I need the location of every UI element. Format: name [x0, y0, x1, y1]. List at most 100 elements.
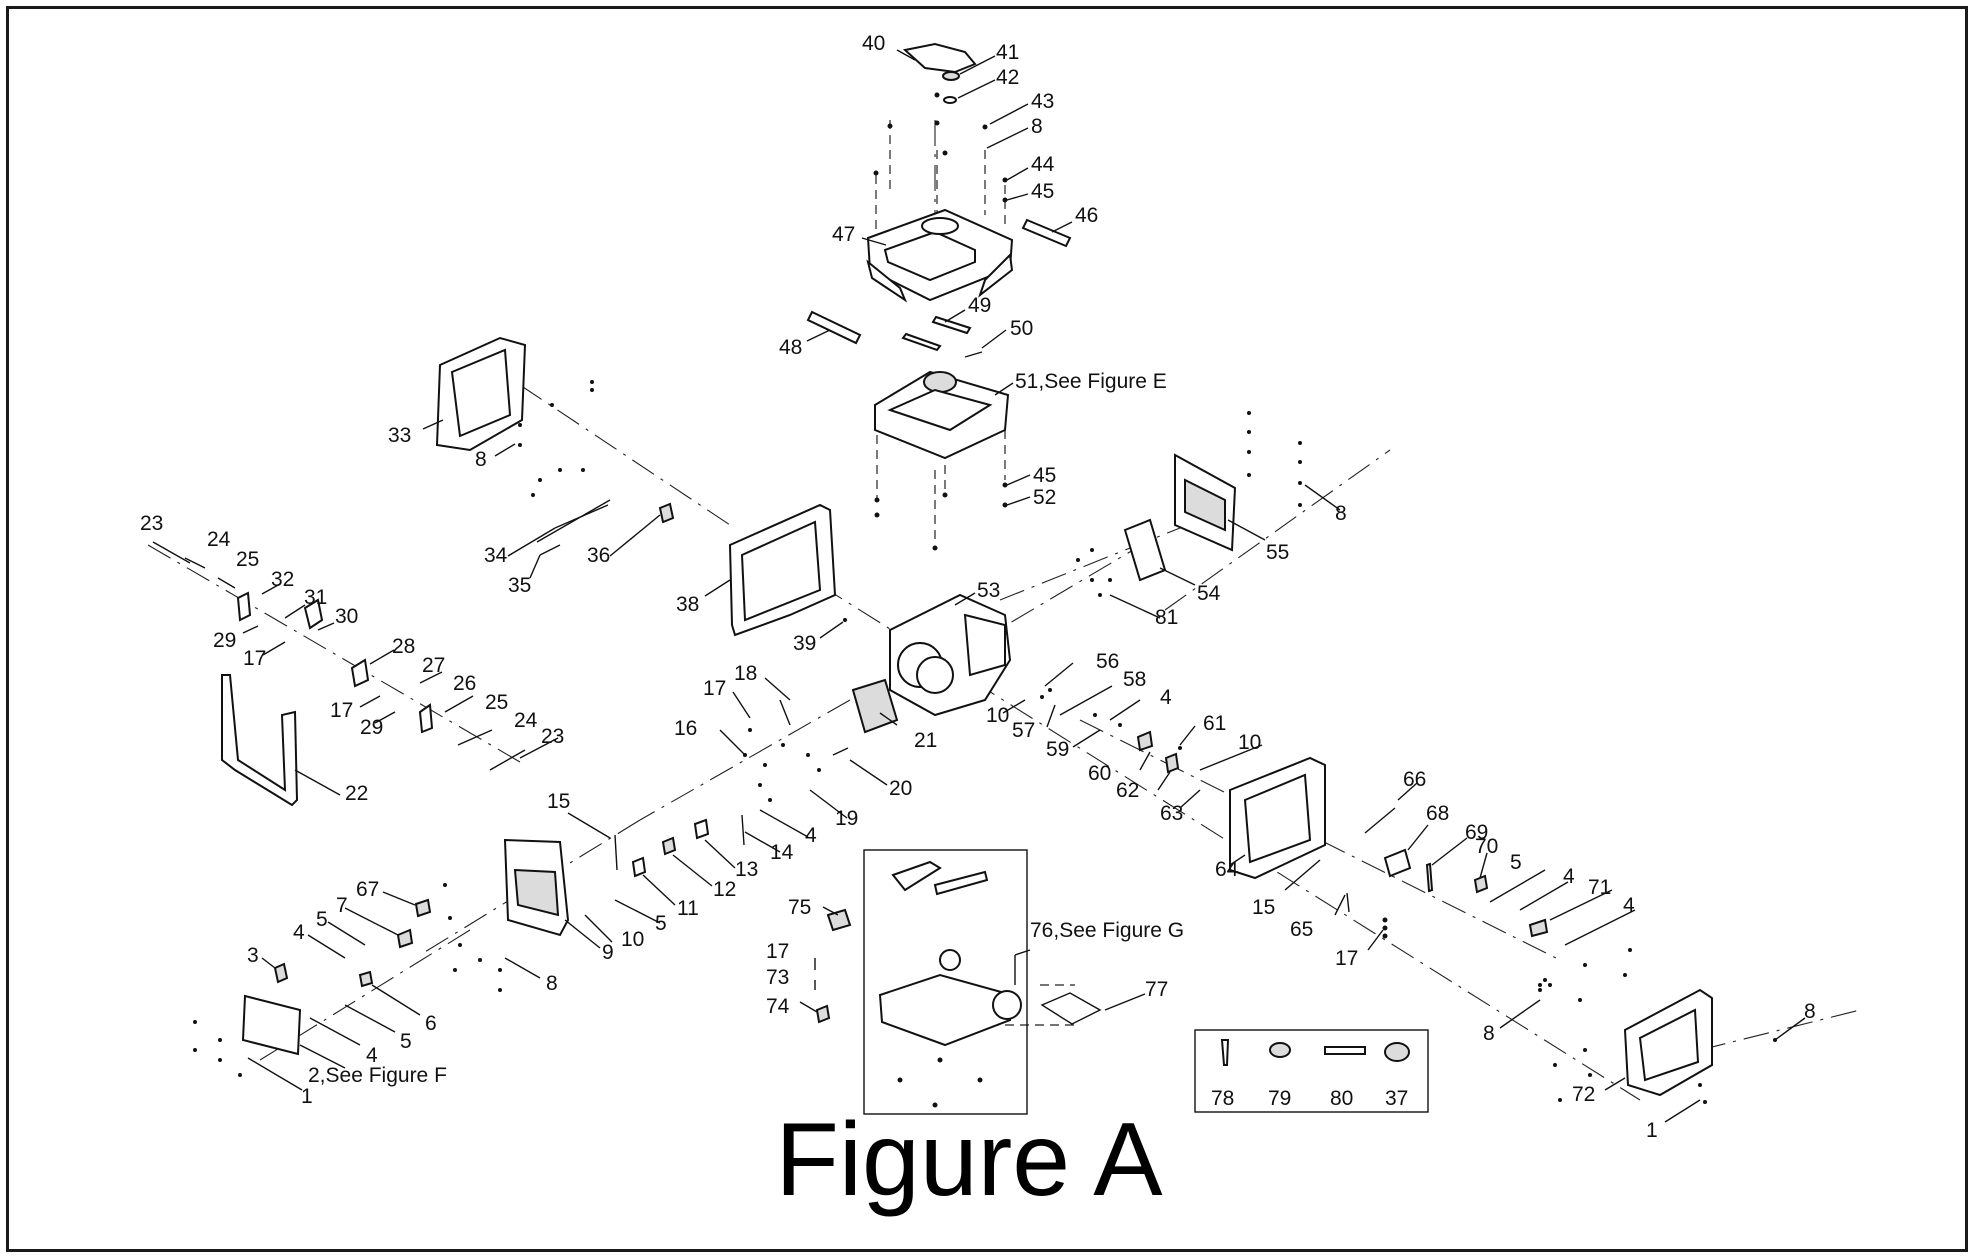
part-80-strap: [1324, 1046, 1366, 1055]
callout-79: 79: [1268, 1087, 1291, 1110]
callout-44: 44: [1031, 153, 1055, 176]
part-6-part: [358, 970, 374, 988]
part-3-switch: [273, 962, 289, 984]
callout-11: 11: [677, 897, 699, 920]
callout-10: 10: [621, 928, 644, 951]
callout-32: 32: [271, 568, 294, 591]
callout-3: 3: [247, 944, 259, 967]
callout-5: 5: [655, 912, 667, 935]
callout-23: 23: [140, 512, 163, 535]
callout-4: 4: [1623, 894, 1635, 917]
leader-lines: [152, 49, 1806, 1123]
callout-45: 45: [1033, 464, 1056, 487]
callout-20: 20: [889, 777, 912, 800]
callout-55: 55: [1266, 541, 1289, 564]
part-60-switch: [1136, 730, 1154, 752]
callout-labels: 40 41 42 43 8 44 45 46 47 48 49 50 51,Se…: [140, 32, 1816, 1142]
callout-72: 72: [1572, 1083, 1595, 1106]
part-64-right-panel: [1229, 756, 1326, 880]
part-15-pin: [614, 834, 618, 871]
callout-17: 17: [703, 677, 726, 700]
part-42-washer: [943, 96, 957, 104]
callout-4: 4: [366, 1044, 378, 1067]
part-67-part: [414, 898, 432, 918]
callout-64: 64: [1215, 858, 1239, 881]
part-53-engine: [889, 593, 1012, 717]
callout-29: 29: [213, 629, 236, 652]
callout-43: 43: [1031, 90, 1054, 113]
part-7-part: [396, 928, 414, 949]
callout-61: 61: [1203, 712, 1226, 735]
callout-5: 5: [316, 908, 328, 931]
callout-4: 4: [805, 824, 817, 847]
callout-10: 10: [986, 704, 1009, 727]
callout-40: 40: [862, 32, 885, 55]
callout-14: 14: [770, 841, 794, 864]
figure-title: Figure A: [775, 1102, 1163, 1218]
part-13-part: [693, 818, 710, 840]
callout-52: 52: [1033, 486, 1056, 509]
part-11-part: [631, 856, 647, 878]
callout-73: 73: [766, 966, 789, 989]
part-46-rod: [1021, 218, 1072, 248]
callout-66: 66: [1403, 768, 1426, 791]
part-18-pin: [779, 699, 791, 726]
part-70-part: [1473, 874, 1489, 894]
part-14-pin: [741, 814, 745, 846]
callout-24: 24: [514, 709, 538, 732]
callout-60: 60: [1088, 762, 1111, 785]
callout-4: 4: [1160, 686, 1172, 709]
callout-8: 8: [475, 448, 487, 471]
part-9-control-panel: [503, 838, 570, 937]
callout-54: 54: [1197, 582, 1221, 605]
callout-5: 5: [400, 1030, 412, 1053]
callout-42: 42: [996, 66, 1019, 89]
part-26-bracket: [418, 703, 434, 734]
callout-17: 17: [330, 699, 353, 722]
callout-26: 26: [453, 672, 476, 695]
callout-62: 62: [1116, 779, 1139, 802]
callout-46: 46: [1075, 204, 1098, 227]
callout-25: 25: [485, 691, 508, 714]
part-20-pin: [832, 747, 849, 756]
callout-75: 75: [788, 896, 811, 919]
part-77-pins: [1040, 992, 1102, 1025]
callout-37: 37: [1385, 1087, 1408, 1110]
part-34-cable: [536, 499, 611, 543]
callout-38: 38: [676, 593, 699, 616]
part-22-u-handle: [221, 674, 299, 807]
callout-67: 67: [356, 878, 379, 901]
callout-65: 65: [1290, 918, 1313, 941]
part-69-part: [1425, 862, 1434, 893]
callout-35: 35: [508, 574, 531, 597]
callout-12: 12: [713, 878, 736, 901]
part-68-battery: [1383, 848, 1412, 878]
callout-8: 8: [1804, 1000, 1816, 1023]
callout-15: 15: [1252, 896, 1275, 919]
callout-58: 58: [1123, 668, 1146, 691]
part-28-bracket: [350, 658, 370, 688]
part-38-frame: [728, 503, 837, 637]
callout-81: 81: [1155, 606, 1178, 629]
part-40-plate: [902, 42, 977, 74]
callout-8: 8: [1031, 115, 1043, 138]
callout-6: 6: [425, 1012, 437, 1035]
part-66-cable: [1364, 807, 1396, 834]
part-65-pin: [1346, 892, 1350, 913]
part-32-bracket: [236, 591, 252, 622]
callout-25: 25: [236, 548, 259, 571]
callout-27: 27: [422, 654, 445, 677]
accessory-box: [1194, 1029, 1429, 1113]
part-49-strip-b: [931, 315, 972, 335]
callout-28: 28: [392, 635, 415, 658]
part-48-rod: [806, 310, 862, 345]
callout-8: 8: [1483, 1022, 1495, 1045]
part-76-wheel-kit-box: [863, 849, 1028, 1115]
callout-71: 71: [1588, 876, 1611, 899]
callout-68: 68: [1426, 802, 1449, 825]
part-47-top-cover: [866, 208, 1014, 303]
callout-17: 17: [766, 940, 789, 963]
callout-76: 76,See Figure G: [1030, 919, 1184, 942]
